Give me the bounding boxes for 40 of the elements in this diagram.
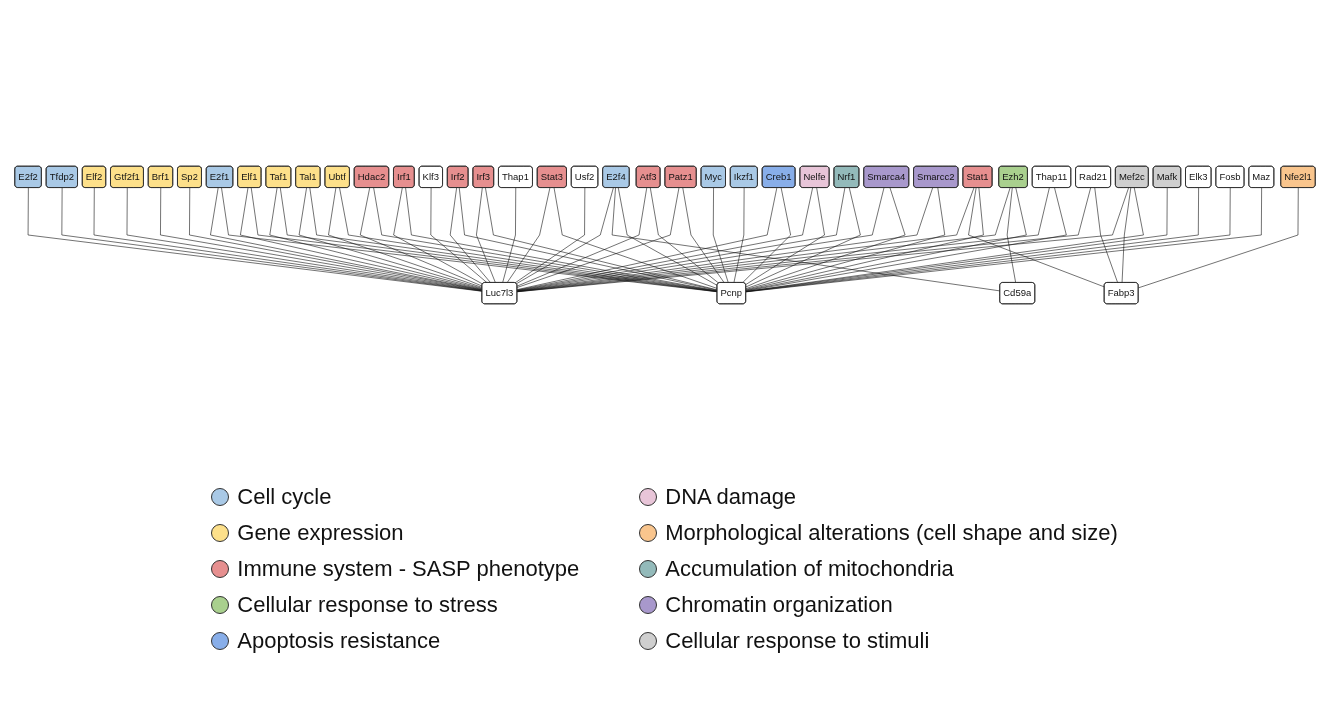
connector [449,187,491,284]
connector [516,187,679,288]
connector [617,187,718,286]
legend-label: DNA damage [665,484,797,510]
connector [430,187,487,284]
connector [359,187,482,287]
connector [611,187,1000,292]
connector [475,187,496,284]
connector [744,187,825,285]
connector [649,187,719,284]
connector [745,187,905,289]
legend-label: Cellular response to stress [237,592,498,618]
connector [553,187,718,289]
connector [1006,187,1016,284]
connector [745,187,861,288]
legend-label: Morphological alterations (cell shape and size) [665,520,1118,546]
legend-label: Cellular response to stimuli [665,628,930,654]
connector [1137,187,1299,289]
connector [506,187,550,284]
connector [733,187,744,284]
connector [681,187,724,284]
connector [712,187,729,284]
legend-label: Gene expression [237,520,404,546]
legend-label: Chromatin organization [665,592,893,618]
connector [501,187,516,284]
connector [745,187,984,291]
connector [515,187,614,285]
connector [741,187,791,284]
legend-label: Accumulation of mitochondria [665,556,954,582]
connector [392,187,483,285]
connector [1093,187,1118,284]
connector [745,187,945,290]
legend-label: Cell cycle [237,484,332,510]
legend-label: Immune system - SASP phenotype [237,556,580,582]
connector [967,187,1105,288]
connector [514,187,585,284]
connector [516,187,647,287]
legend-label: Apoptosis resistance [237,628,441,654]
connector [327,187,482,288]
connector [1121,187,1131,284]
